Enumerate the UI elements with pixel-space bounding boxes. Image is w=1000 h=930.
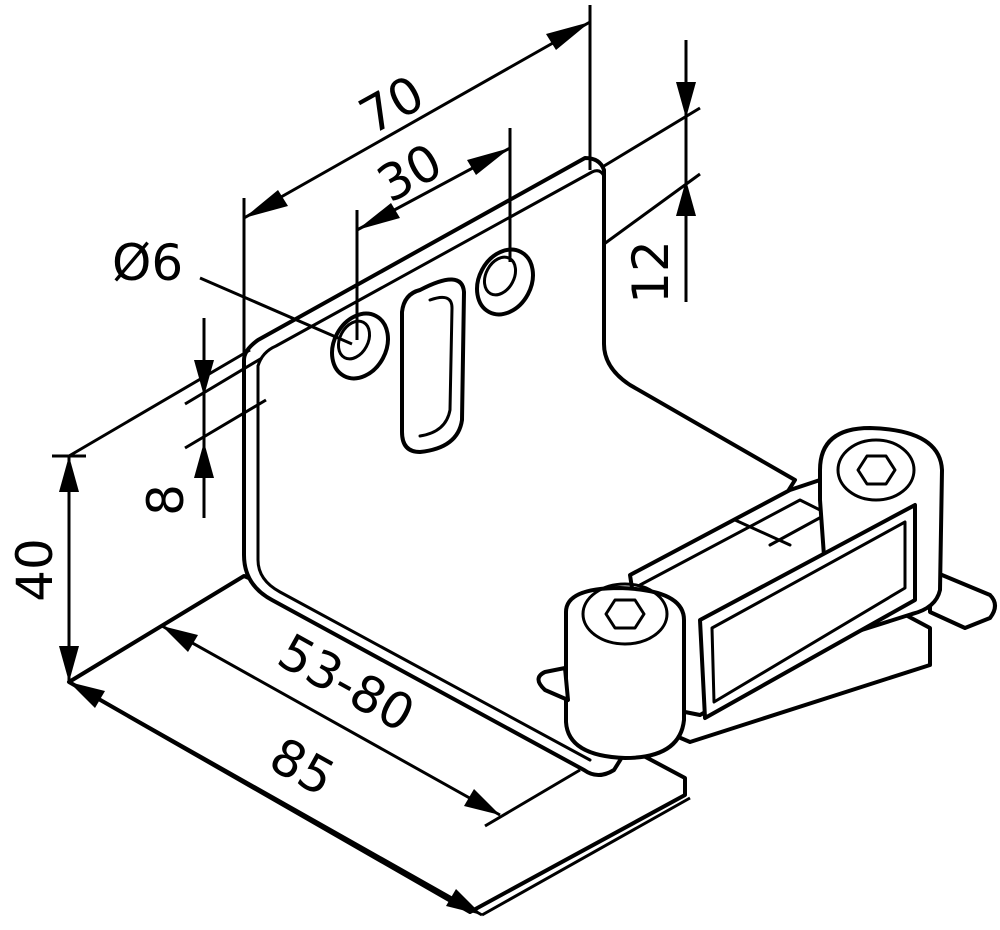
dimension-lines xyxy=(52,5,701,917)
screw-head-right xyxy=(836,438,916,502)
clamp-right-tab xyxy=(928,568,997,630)
dim-label-40: 40 xyxy=(6,538,64,602)
hex-socket-left-icon xyxy=(604,598,646,630)
clamp-front-face xyxy=(698,503,917,720)
hex-socket-right-icon xyxy=(856,454,897,486)
clamp-left-tab xyxy=(536,666,570,702)
clamp-body-line-2 xyxy=(733,513,827,547)
dim-label-8: 8 xyxy=(137,484,195,516)
dim-label-12: 12 xyxy=(622,240,680,304)
clamp-assembly xyxy=(536,426,997,760)
dim-label-30: 30 xyxy=(368,132,452,214)
mount-hole-left xyxy=(330,311,390,381)
clamp-front-face-inner xyxy=(710,520,907,704)
screw-head-left xyxy=(581,582,669,646)
bracket-inner-edge xyxy=(256,364,592,762)
dim-label-diameter: Ø6 xyxy=(112,234,183,292)
bracket-slot xyxy=(400,277,466,454)
bracket-slot-inner xyxy=(418,295,454,438)
mount-hole-left-inner xyxy=(336,319,372,361)
